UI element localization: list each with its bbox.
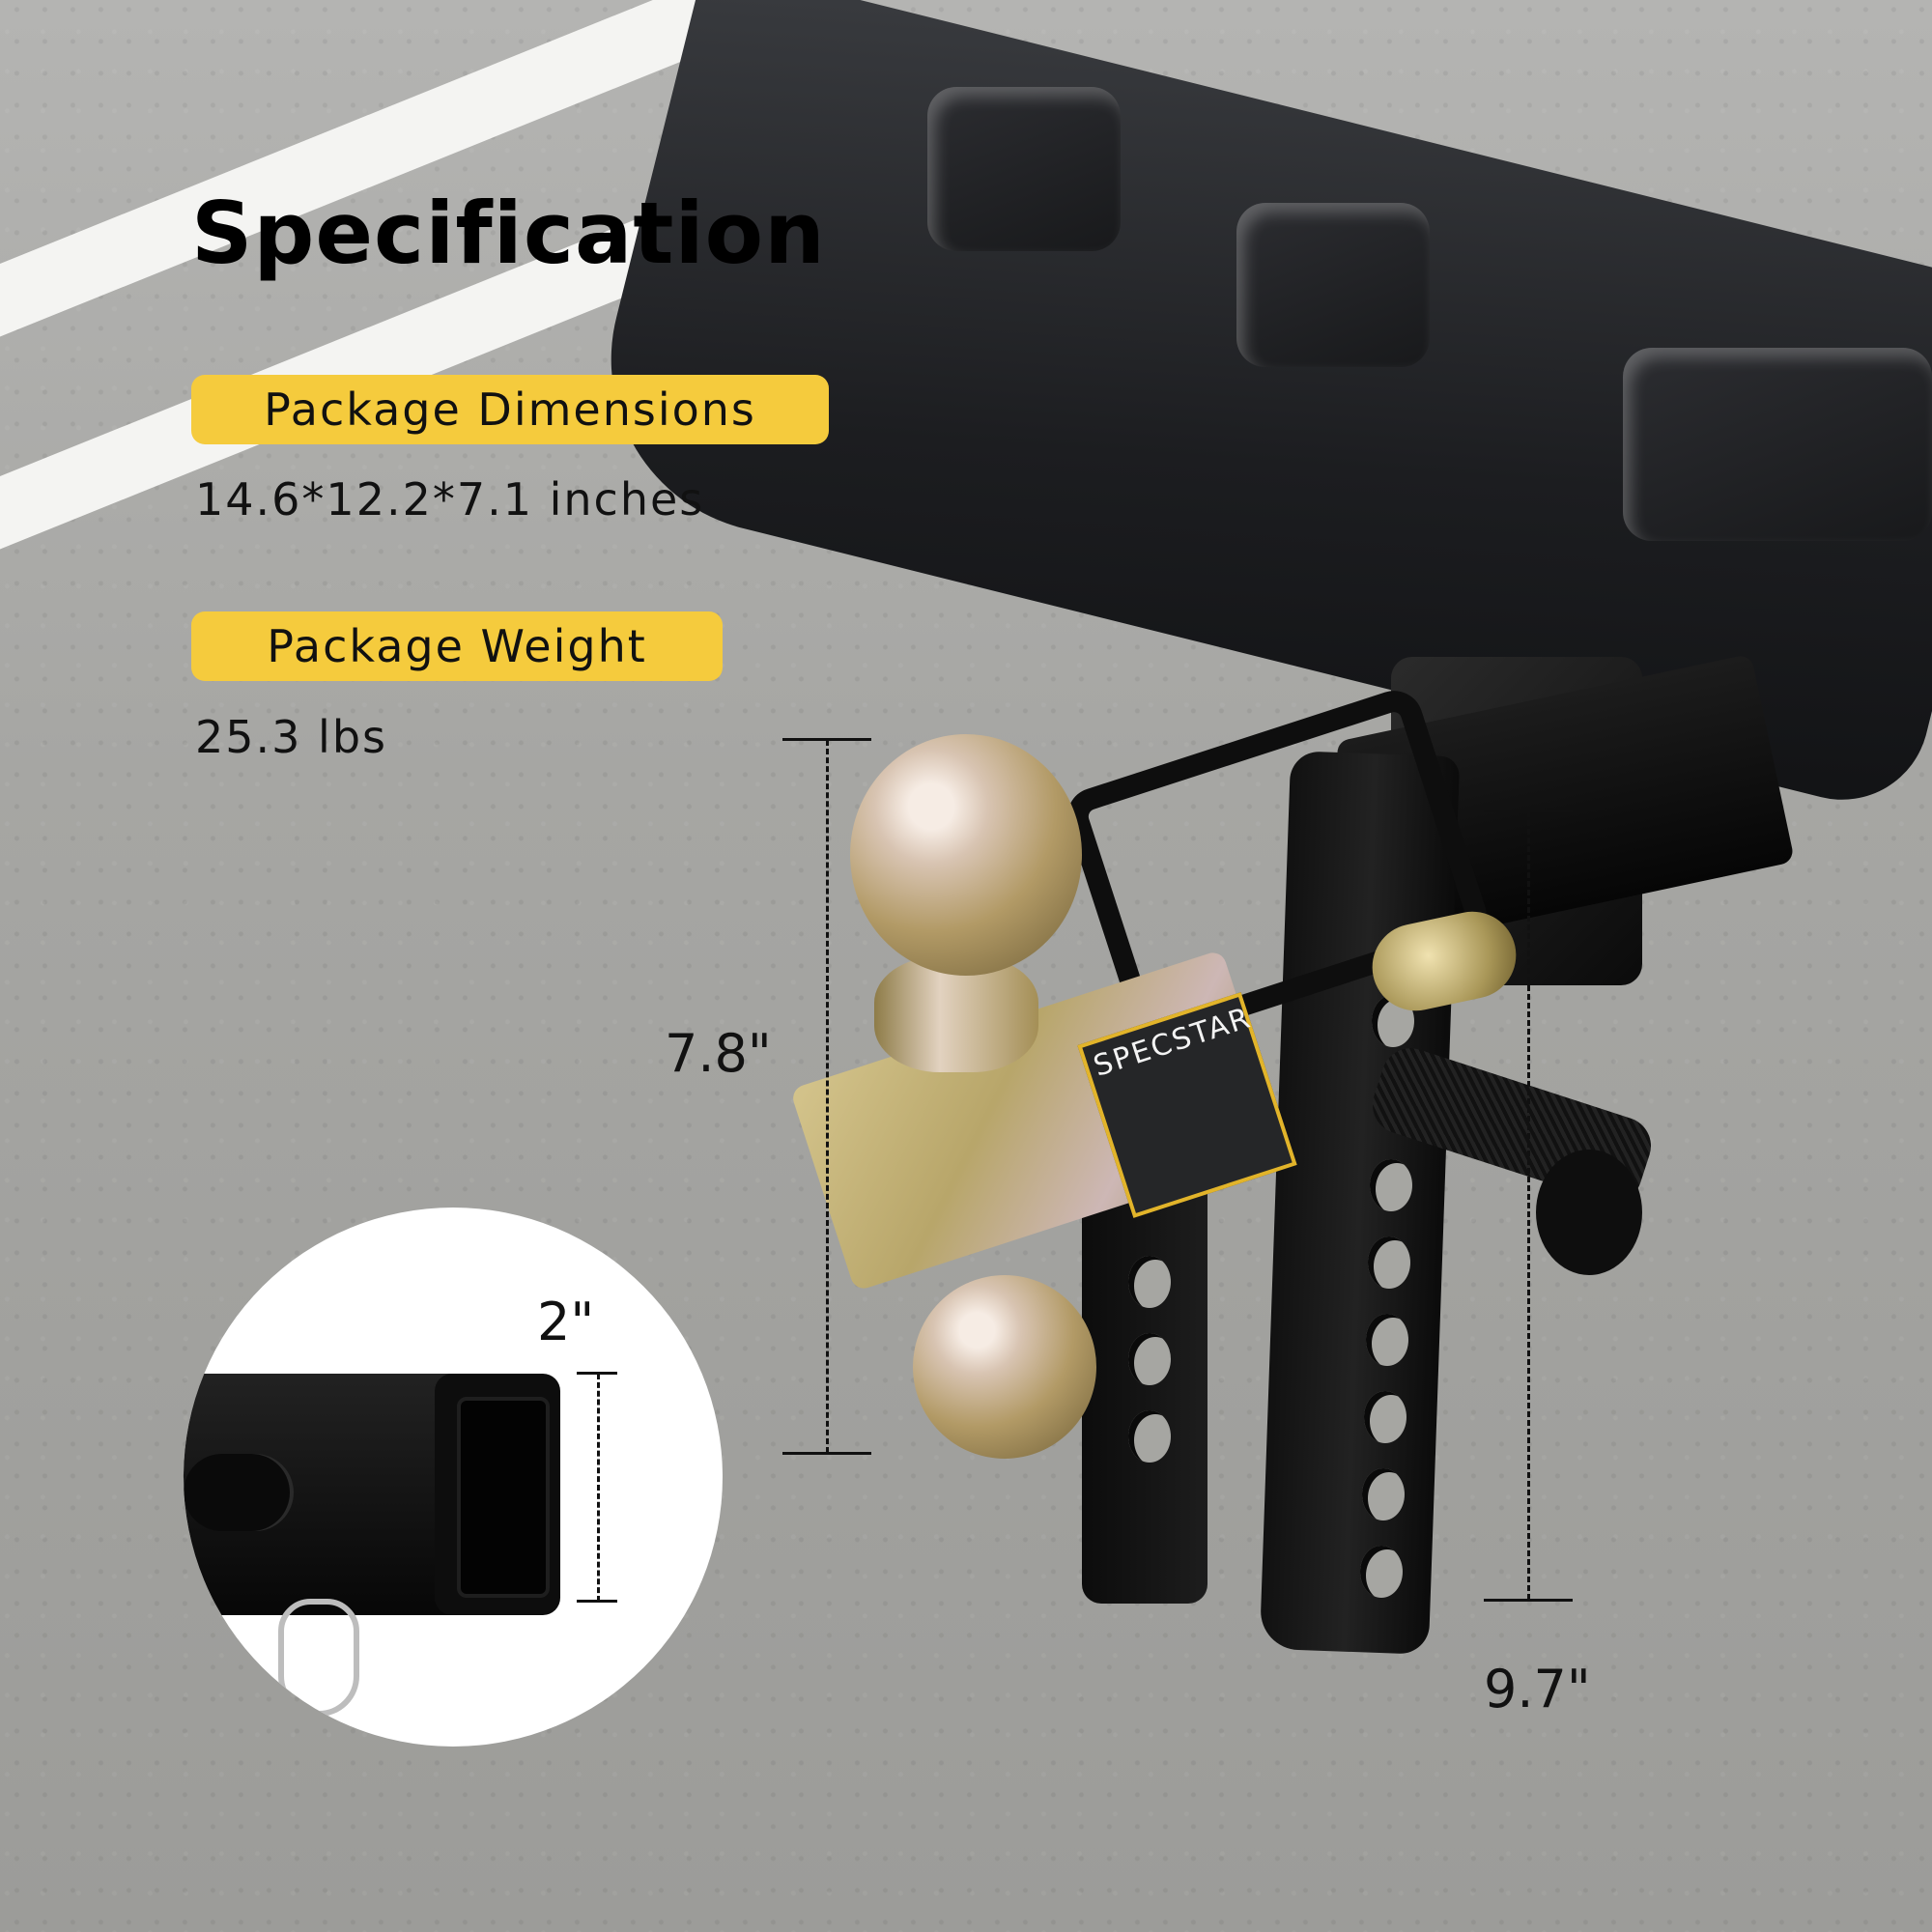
adjustment-hole [1360,1546,1403,1598]
shank-detail-inset: 2" [184,1208,723,1747]
dimension-label-ball-height: 7.8" [665,1023,772,1084]
spec-label-package-weight: Package Weight [191,611,723,681]
dimension-tick-bottom [1484,1599,1573,1602]
spec-value-package-dimensions: 14.6*12.2*7.1 inches [195,473,705,526]
locking-pin-cap [1536,1150,1642,1275]
dimension-line-ball-height [826,740,829,1453]
hitch-clip [278,1599,359,1717]
dimension-line-drop-height [1527,811,1530,1600]
small-hitch-ball [913,1275,1096,1459]
adjustment-hole [1370,1159,1412,1211]
dimension-line-shank-size [597,1374,600,1602]
dimension-tick-top [782,738,871,741]
dimension-tick-bottom [782,1452,871,1455]
spec-value-package-weight: 25.3 lbs [195,711,387,763]
adjustment-hole [1364,1391,1406,1443]
bumper-step [1236,203,1430,367]
adjustment-hole [1128,1410,1171,1463]
dimension-label-drop-height: 9.7" [1484,1659,1591,1719]
dimension-tick-bottom [577,1600,617,1603]
spec-label-text: Package Dimensions [264,384,756,436]
spec-label-text: Package Weight [267,620,647,672]
large-hitch-ball [850,734,1082,976]
adjustment-hole [1366,1314,1408,1366]
adjustment-hole [1362,1468,1405,1520]
dimension-label-shank-size: 2" [537,1292,595,1352]
shank-tube-opening [457,1397,550,1598]
bumper-step [927,87,1121,251]
dimension-tick-top [1484,810,1573,812]
dimension-tick-top [577,1372,617,1375]
adjustment-hole [1128,1333,1171,1385]
shank-pin [184,1454,290,1531]
adjustment-hole [1368,1236,1410,1289]
page-title: Specification [191,184,826,283]
bumper-step [1623,348,1932,541]
adjustment-hole [1128,1256,1171,1308]
ball-neck [874,956,1038,1072]
spec-label-package-dimensions: Package Dimensions [191,375,829,444]
